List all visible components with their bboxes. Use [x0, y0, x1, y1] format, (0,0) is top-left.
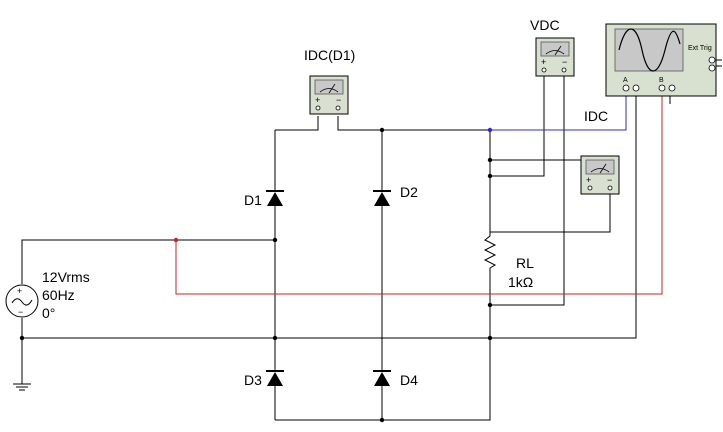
- wire-idc-plus: [490, 159, 591, 194]
- wire-top-left: [275, 116, 319, 131]
- ground-icon: [13, 383, 31, 391]
- needle-icon: [554, 45, 562, 56]
- wire-idc-minus: [490, 194, 611, 233]
- oscilloscope-screen: [614, 28, 684, 72]
- minus-icon: −: [18, 307, 23, 317]
- ac-voltage-source[interactable]: + −: [5, 284, 39, 318]
- diode-d4[interactable]: [373, 370, 391, 386]
- resistor-value-label: 1kΩ: [508, 274, 533, 290]
- wire-channel-b: [175, 88, 663, 295]
- wire-channel-a: [490, 88, 627, 131]
- diode-d4-label: D4: [400, 372, 418, 388]
- oscilloscope[interactable]: [605, 23, 717, 97]
- resistor-rl[interactable]: [483, 232, 497, 270]
- diode-d2[interactable]: [373, 190, 391, 206]
- wire-vdc-minus: [490, 76, 565, 306]
- meter-idc-d1[interactable]: + −: [309, 75, 349, 115]
- svg-text:+: +: [586, 175, 591, 185]
- svg-text:−: −: [336, 95, 341, 105]
- channel-b-terminal[interactable]: [658, 84, 666, 92]
- diode-d1[interactable]: [266, 190, 284, 206]
- wire-scope-a-ground: [490, 92, 637, 339]
- meter-idc-d1-label: IDC(D1): [304, 47, 355, 63]
- wire-bottom-bus: [275, 305, 491, 421]
- meter-idc-label: IDC: [584, 108, 608, 124]
- channel-a-ground-terminal[interactable]: [632, 84, 640, 92]
- svg-text:+: +: [315, 95, 320, 105]
- svg-text:+: +: [541, 57, 546, 67]
- channel-a-terminal[interactable]: [622, 84, 630, 92]
- sine-wave-icon: [618, 28, 681, 72]
- ext-trig-label: Ext Trig: [688, 45, 712, 52]
- wire-top-right: [337, 116, 490, 131]
- ext-trig-ground-terminal[interactable]: [708, 64, 716, 72]
- diode-d1-label: D1: [244, 192, 262, 208]
- source-frequency-label: 60Hz: [42, 287, 75, 303]
- channel-b-ground-terminal[interactable]: [668, 84, 676, 92]
- plus-icon: +: [17, 286, 22, 296]
- needle-icon: [599, 163, 607, 174]
- ext-trig-terminal[interactable]: [708, 56, 716, 64]
- meter-vdc-label: VDC: [530, 17, 560, 33]
- wire-vdc-plus: [490, 76, 545, 177]
- wire-source-top: [21, 239, 275, 284]
- source-voltage-label: 12Vrms: [42, 269, 90, 285]
- channel-a-label: A: [623, 77, 628, 84]
- diode-d3-label: D3: [244, 372, 262, 388]
- wires: [21, 59, 722, 421]
- channel-b-label: B: [659, 77, 664, 84]
- meter-idc[interactable]: + −: [580, 155, 620, 195]
- svg-text:−: −: [607, 175, 612, 185]
- diode-d3[interactable]: [266, 370, 284, 386]
- junctions: [19, 127, 493, 423]
- needle-icon: [328, 83, 336, 94]
- sine-icon: [11, 298, 33, 306]
- resistor-name-label: RL: [516, 255, 534, 271]
- diode-d2-label: D2: [400, 184, 418, 200]
- meter-vdc[interactable]: + −: [535, 37, 575, 77]
- source-phase-label: 0°: [42, 305, 55, 321]
- svg-text:−: −: [562, 57, 567, 67]
